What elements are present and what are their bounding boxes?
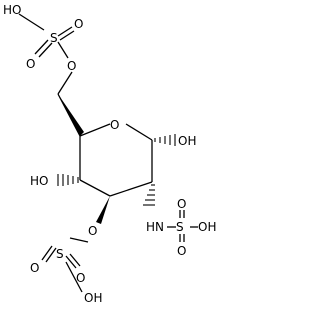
label-ho-top: HO bbox=[3, 3, 21, 17]
bond-s-o-left-bottom-a bbox=[41, 245, 53, 261]
bond-s-o-left-bottom-b bbox=[45, 247, 57, 263]
label-o-left-top: O bbox=[26, 57, 35, 71]
bond-s-o-right-bottom-a bbox=[65, 255, 77, 269]
bond-s-o-right-top-a bbox=[57, 26, 73, 37]
wedge-c5-c6 bbox=[58, 94, 84, 136]
hash-c4-oh bbox=[57, 174, 79, 186]
label-o-bottom-sulfamate: O bbox=[177, 244, 186, 258]
label-oh-sulfamate: OH bbox=[198, 220, 216, 234]
label-oh-bottom: OH bbox=[84, 291, 102, 305]
label-oh-c1: OH bbox=[178, 134, 196, 148]
label-o-linker-top: O bbox=[67, 59, 76, 73]
bond-ring-o-c1 bbox=[125, 123, 153, 141]
hash-c2-n bbox=[143, 184, 155, 206]
label-ring-o: O bbox=[110, 118, 119, 132]
wedge-c3-o bbox=[96, 196, 110, 224]
bond-s-o-right-top-b bbox=[59, 30, 75, 41]
label-hn: HN bbox=[146, 220, 164, 234]
bond-c3-c2 bbox=[109, 181, 153, 197]
label-s-sulfamate: S bbox=[176, 220, 184, 234]
label-s-top: S bbox=[50, 31, 58, 45]
bond-o-c6 bbox=[57, 71, 73, 95]
bond-ho-s-top bbox=[18, 13, 45, 31]
label-o-right-top: O bbox=[74, 17, 83, 31]
bond-s-oh-bottom bbox=[65, 261, 83, 293]
label-o-c3: O bbox=[88, 224, 97, 238]
hash-c1-oh bbox=[154, 134, 176, 146]
bond-o-s-bottom bbox=[69, 237, 89, 243]
label-s-bottom: S bbox=[56, 247, 64, 261]
label-o-top-sulfamate: O bbox=[177, 197, 186, 211]
bond-s-o-left-top-a bbox=[34, 39, 49, 55]
bond-c5-ring-o bbox=[79, 123, 111, 137]
bond-s-o-linker-top bbox=[57, 41, 69, 59]
label-ho-c4: HO bbox=[30, 174, 48, 188]
label-o-right-bottom: O bbox=[76, 271, 85, 285]
bond-s-o-right-bottom-b bbox=[69, 253, 81, 267]
bond-c4-c3 bbox=[79, 179, 111, 197]
bond-s-o-left-top-b bbox=[38, 42, 53, 58]
label-o-left-bottom: O bbox=[30, 261, 39, 275]
structure-diagram: HO S O O O O HO OH O S O O OH HN S O O O… bbox=[3, 3, 216, 305]
